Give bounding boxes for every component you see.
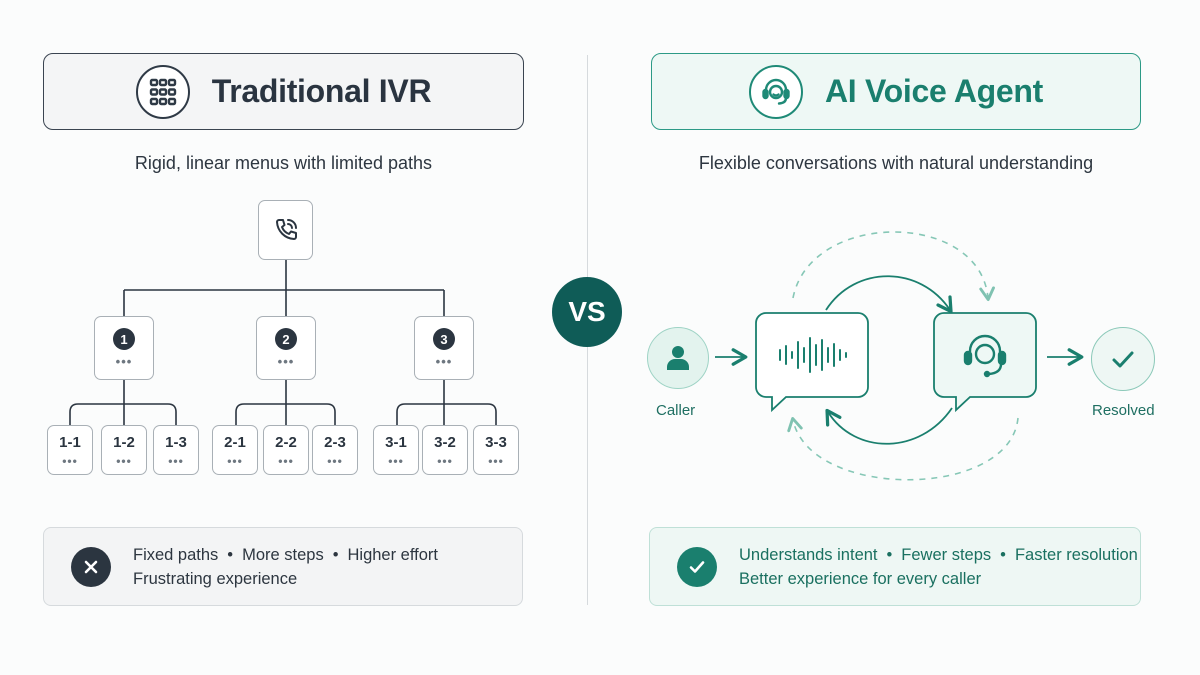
option-dots: ••• xyxy=(327,454,343,468)
resolved-label: Resolved xyxy=(1092,402,1155,419)
sound-wave-icon xyxy=(779,337,847,373)
menu-dots: ••• xyxy=(277,354,295,369)
ai-summary-line2: Better experience for every caller xyxy=(739,569,982,588)
option-dots: ••• xyxy=(488,454,504,468)
ivr-option-node: 1-3 ••• xyxy=(153,425,199,475)
ai-title-box: AI Voice Agent xyxy=(651,53,1141,130)
dashed-loop-top xyxy=(792,231,995,302)
person-icon xyxy=(667,346,689,370)
ivr-option-node: 3-1 ••• xyxy=(373,425,419,475)
x-circle-icon xyxy=(71,546,111,587)
dashed-loop-bottom xyxy=(787,416,1019,481)
headset-agent-icon xyxy=(963,334,1007,378)
option-label: 1-1 xyxy=(59,434,81,451)
ivr-option-node: 3-2 ••• xyxy=(422,425,468,475)
option-label: 3-2 xyxy=(434,434,456,451)
option-label: 1-2 xyxy=(113,434,135,451)
ivr-menu-node-2: 2 ••• xyxy=(256,316,316,380)
voice-bubble xyxy=(755,312,869,413)
solid-loop-bottom xyxy=(825,407,953,445)
ivr-subtitle: Rigid, linear menus with limited paths xyxy=(134,153,433,173)
ivr-root-node xyxy=(258,200,313,260)
ivr-option-node: 1-2 ••• xyxy=(101,425,147,475)
option-label: 2-3 xyxy=(324,434,346,451)
ivr-title-box: Traditional IVR xyxy=(43,53,524,130)
ivr-option-node: 1-1 ••• xyxy=(47,425,93,475)
phone-icon xyxy=(275,219,297,240)
ivr-summary-line2: Frustrating experience xyxy=(133,569,298,588)
check-icon xyxy=(1112,351,1134,368)
caller-label: Caller xyxy=(656,402,696,419)
ivr-option-node: 2-2 ••• xyxy=(263,425,309,475)
vs-badge: VS xyxy=(552,277,622,347)
resolved-node xyxy=(1091,327,1155,391)
menu-number-badge: 2 xyxy=(275,328,297,350)
agent-bubble xyxy=(933,312,1037,413)
option-dots: ••• xyxy=(437,454,453,468)
ivr-menu-node-1: 1 ••• xyxy=(94,316,154,380)
headset-agent-icon xyxy=(748,64,803,119)
keypad-icon xyxy=(135,64,190,119)
ivr-summary-text: Fixed paths•More steps•Higher effort Fru… xyxy=(133,543,438,591)
ai-summary-box: Understands intent•Fewer steps•Faster re… xyxy=(649,527,1141,606)
ai-flow-diagram xyxy=(715,231,1084,481)
option-dots: ••• xyxy=(388,454,404,468)
ai-summary-line1: Understands intent•Fewer steps•Faster re… xyxy=(739,545,1138,564)
caller-node xyxy=(647,327,709,389)
option-label: 2-1 xyxy=(224,434,246,451)
ivr-tree-connectors xyxy=(69,260,497,425)
option-dots: ••• xyxy=(116,454,132,468)
ivr-option-node: 2-3 ••• xyxy=(312,425,358,475)
option-dots: ••• xyxy=(227,454,243,468)
menu-number-badge: 3 xyxy=(433,328,455,350)
option-label: 3-1 xyxy=(385,434,407,451)
ivr-summary-line1: Fixed paths•More steps•Higher effort xyxy=(133,545,438,564)
option-label: 3-3 xyxy=(485,434,507,451)
option-label: 1-3 xyxy=(165,434,187,451)
ai-subtitle: Flexible conversations with natural unde… xyxy=(698,153,1094,173)
option-dots: ••• xyxy=(62,454,78,468)
ivr-title: Traditional IVR xyxy=(211,73,432,109)
ivr-summary-box: Fixed paths•More steps•Higher effort Fru… xyxy=(43,527,523,606)
solid-loop-top xyxy=(825,275,953,314)
ivr-option-node: 2-1 ••• xyxy=(212,425,258,475)
ivr-option-node: 3-3 ••• xyxy=(473,425,519,475)
check-circle-icon xyxy=(677,546,717,587)
menu-number-badge: 1 xyxy=(113,328,135,350)
ivr-menu-node-3: 3 ••• xyxy=(414,316,474,380)
option-dots: ••• xyxy=(278,454,294,468)
ai-summary-text: Understands intent•Fewer steps•Faster re… xyxy=(739,543,1138,591)
ai-title: AI Voice Agent xyxy=(824,73,1044,109)
option-dots: ••• xyxy=(168,454,184,468)
menu-dots: ••• xyxy=(435,354,453,369)
option-label: 2-2 xyxy=(275,434,297,451)
menu-dots: ••• xyxy=(115,354,133,369)
